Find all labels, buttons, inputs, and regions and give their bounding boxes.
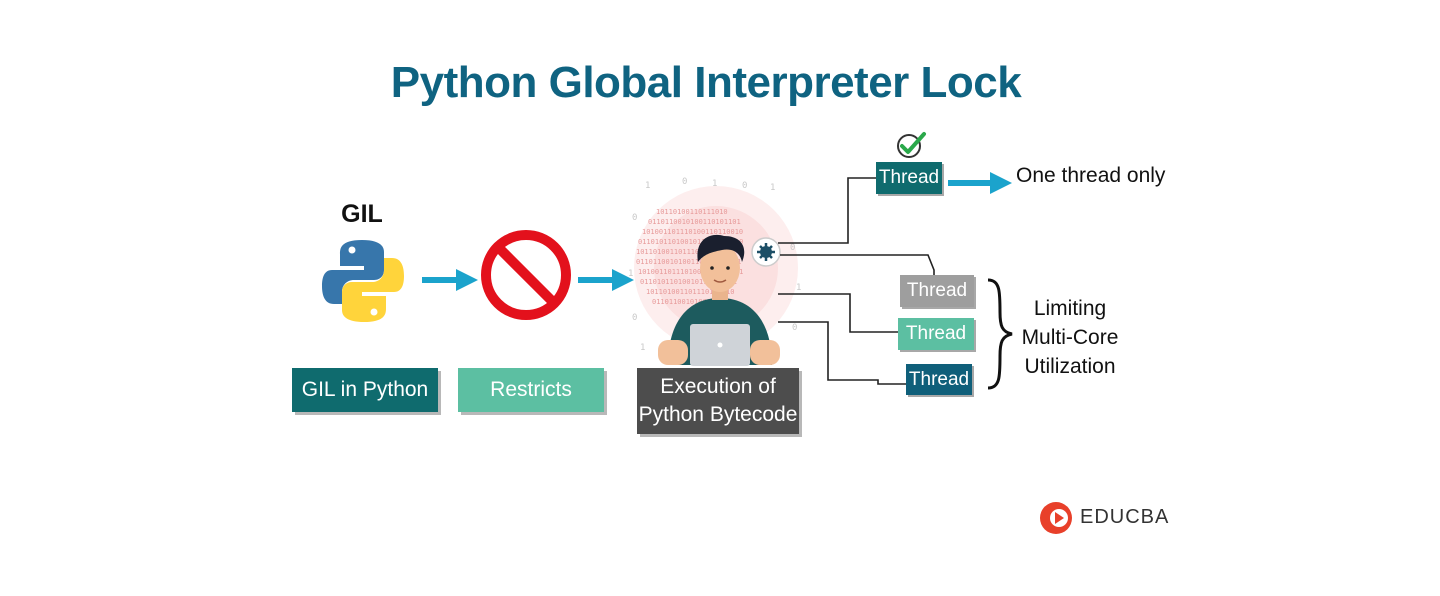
svg-text:0: 0 [742, 181, 747, 191]
developer-illustration [658, 234, 780, 366]
svg-text:10110100110111010: 10110100110111010 [656, 208, 728, 216]
brace [987, 278, 1013, 390]
note-line-3: Utilization [1024, 355, 1116, 378]
svg-text:0110110010100110101101: 0110110010100110101101 [648, 218, 741, 226]
educba-brand-name: EDUCBA [1080, 506, 1170, 528]
arrow-gil-to-restricts [422, 269, 478, 291]
thread-gray: Thread [900, 275, 974, 307]
svg-text:1: 1 [645, 181, 650, 191]
check-icon [897, 132, 926, 158]
educba-logo-icon [1040, 502, 1072, 534]
execution-box: Execution of Python Bytecode [637, 368, 799, 434]
gil-in-python-label: GIL in Python [301, 377, 429, 401]
connector-lines [778, 177, 935, 385]
arrow-restricts-to-execution [578, 269, 634, 291]
svg-text:0: 0 [790, 243, 795, 253]
one-thread-only-text: One thread only [1016, 164, 1166, 187]
svg-text:0: 0 [632, 313, 637, 323]
svg-text:0: 0 [632, 213, 637, 223]
svg-text:1011010011011101001101100: 1011010011011101001101100 [636, 248, 741, 256]
diagram-title: Python Global Interpreter Lock [390, 58, 1022, 107]
thread-top: Thread [876, 162, 942, 194]
svg-text:1: 1 [628, 269, 633, 279]
thread-gray-label: Thread [906, 280, 968, 301]
thread-blue: Thread [906, 364, 972, 395]
svg-text:1: 1 [770, 183, 775, 193]
svg-text:0110110010100110101101001: 0110110010100110101101001 [636, 258, 741, 266]
svg-text:101001101110100110110010: 101001101110100110110010 [642, 228, 743, 236]
gil-label: GIL [341, 200, 383, 228]
svg-text:1: 1 [712, 179, 717, 189]
gear-icon [751, 237, 781, 267]
svg-text:0110110010100110101: 0110110010100110101 [652, 298, 732, 306]
svg-text:0: 0 [792, 323, 797, 333]
note-line-2: Multi-Core [1021, 326, 1119, 349]
svg-text:0110101101001011010010110: 0110101101001011010010110 [638, 238, 743, 246]
limiting-multicore-note: Limiting Multi-Core Utilization [1018, 294, 1122, 381]
forbidden-icon [481, 230, 571, 320]
gil-in-python-box: GIL in Python [292, 368, 438, 412]
svg-text:1: 1 [640, 343, 645, 353]
svg-text:1: 1 [796, 283, 801, 293]
thread-top-label: Thread [878, 167, 940, 188]
execution-label-line1: Execution of [660, 374, 776, 398]
thread-green-label: Thread [905, 323, 967, 344]
python-logo-icon [322, 240, 404, 322]
arrow-to-one-thread [948, 172, 1012, 194]
svg-text:0: 0 [682, 177, 687, 187]
thread-blue-label: Thread [908, 368, 970, 390]
thread-green: Thread [898, 318, 974, 350]
svg-text:01101011010010110100101: 01101011010010110100101 [640, 278, 737, 286]
svg-text:1010011011101001101100101: 1010011011101001101100101 [638, 268, 743, 276]
note-line-1: Limiting [1033, 297, 1107, 320]
restricts-box: Restricts [458, 368, 604, 412]
execution-label-line2: Python Bytecode [638, 403, 798, 426]
restricts-label: Restricts [490, 377, 572, 401]
svg-text:101101001101110100110: 101101001101110100110 [646, 288, 735, 296]
